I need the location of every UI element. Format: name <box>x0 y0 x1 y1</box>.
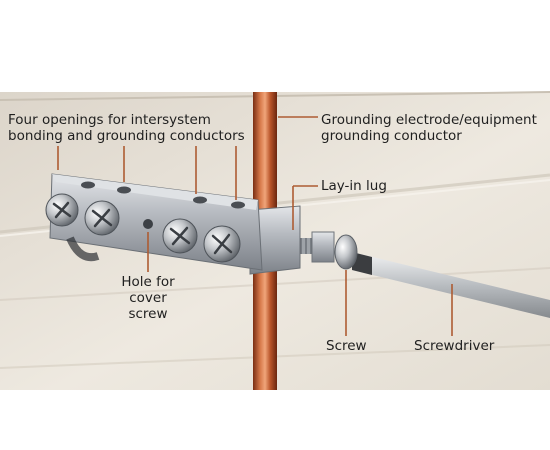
label-four-openings-line2: bonding and grounding conductors <box>8 128 245 144</box>
label-grounding-electrode-line1: Grounding electrode/equipment <box>321 112 537 128</box>
label-hole-line1: Hole for <box>121 274 175 290</box>
label-screwdriver: Screwdriver <box>414 338 495 354</box>
label-lay-in-lug: Lay-in lug <box>321 178 387 194</box>
label-screw: Screw <box>326 338 367 354</box>
label-four-openings: Four openings for intersystem bonding an… <box>8 112 245 144</box>
lug-screw-head <box>334 234 358 270</box>
label-four-openings-line1: Four openings for intersystem <box>8 112 211 128</box>
label-grounding-electrode: Grounding electrode/equipment grounding … <box>321 112 537 144</box>
label-hole-line2: cover <box>129 290 167 306</box>
screwdriver-shaft <box>352 252 550 318</box>
label-hole-for-cover-screw: Hole for cover screw <box>110 274 186 322</box>
label-hole-line3: screw <box>128 306 168 322</box>
cover-screw-hole <box>143 219 153 229</box>
label-grounding-electrode-line2: grounding conductor <box>321 128 462 144</box>
